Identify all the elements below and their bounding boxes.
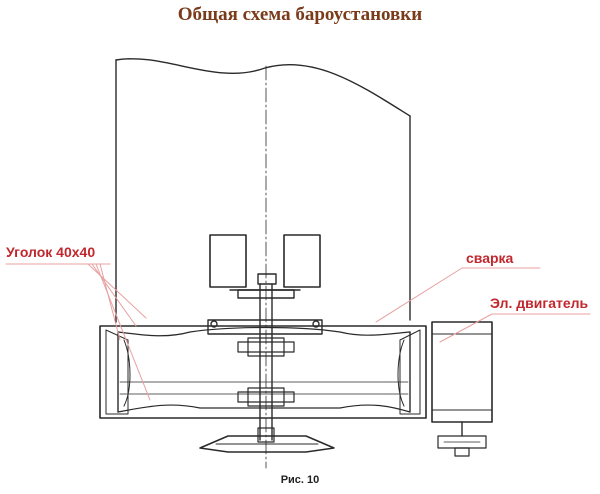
angle-profile-label: Уголок 40х40 <box>6 244 96 260</box>
shaft-bearing <box>229 273 301 299</box>
diagram-title: Общая схема бароустановки <box>177 4 423 25</box>
lower-pulley <box>199 427 335 453</box>
motor-label: Эл. двигатель <box>490 295 589 311</box>
drum-body <box>115 58 411 323</box>
base-frame <box>99 325 427 419</box>
electric-motor <box>431 321 493 457</box>
vertical-shaft <box>259 283 273 441</box>
figure-caption: Рис. 10 <box>280 474 320 486</box>
shaft-clamps <box>237 337 295 407</box>
weld-label: сварка <box>466 250 514 266</box>
upper-blocks <box>209 234 321 288</box>
leader-lines <box>5 263 591 401</box>
